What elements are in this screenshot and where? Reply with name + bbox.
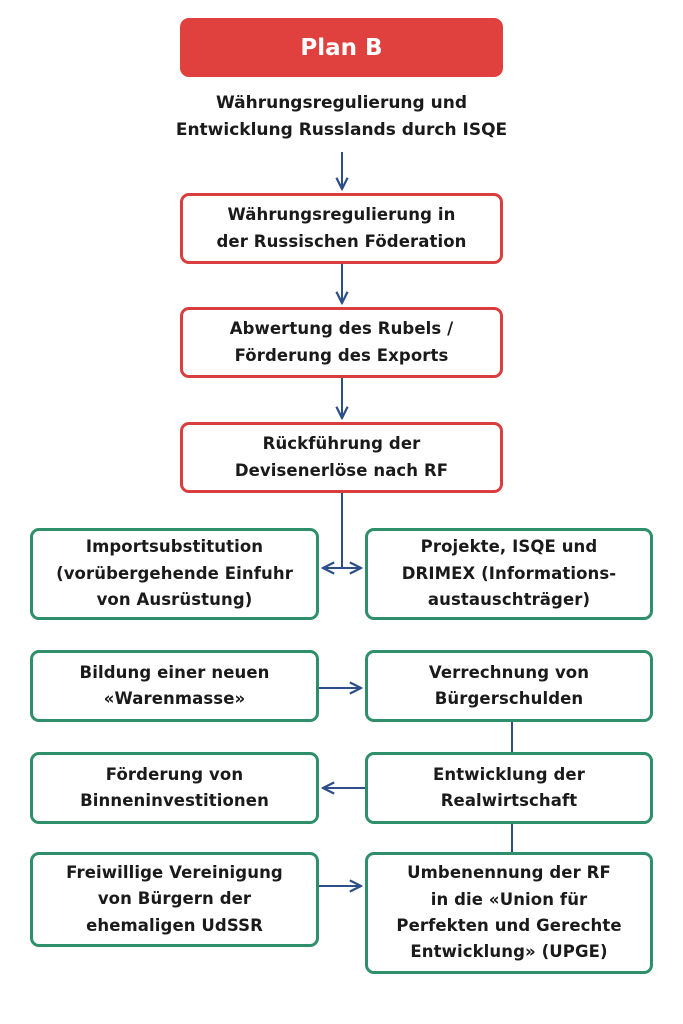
node-currency-regulation: Währungsregulierung in der Russischen Fö…: [180, 193, 503, 264]
node-renaming-upge: Umbenennung der RF in die «Union für Per…: [365, 852, 653, 974]
node-domestic-investment: Förderung von Binneninvestitionen: [30, 752, 319, 824]
node-real-economy: Entwicklung der Realwirtschaft: [365, 752, 653, 824]
node-voluntary-union: Freiwillige Vereinigung von Bürgern der …: [30, 852, 319, 947]
plan-subtitle: Währungsregulierung und Entwicklung Russ…: [175, 93, 508, 141]
node-citizen-debt-offset: Verrechnung von Bürgerschulden: [365, 650, 653, 722]
node-projects-isqe-drimex: Projekte, ISQE und DRIMEX (Informations-…: [365, 528, 653, 620]
node-import-substitution: Importsubstitution (vorübergehende Einfu…: [30, 528, 319, 620]
node-new-goods-mass: Bildung einer neuen «Warenmasse»: [30, 650, 319, 722]
node-repatriation: Rückführung der Devisenerlöse nach RF: [180, 422, 503, 493]
node-ruble-devaluation: Abwertung des Rubels / Förderung des Exp…: [180, 307, 503, 378]
plan-title: Plan B: [180, 18, 503, 77]
